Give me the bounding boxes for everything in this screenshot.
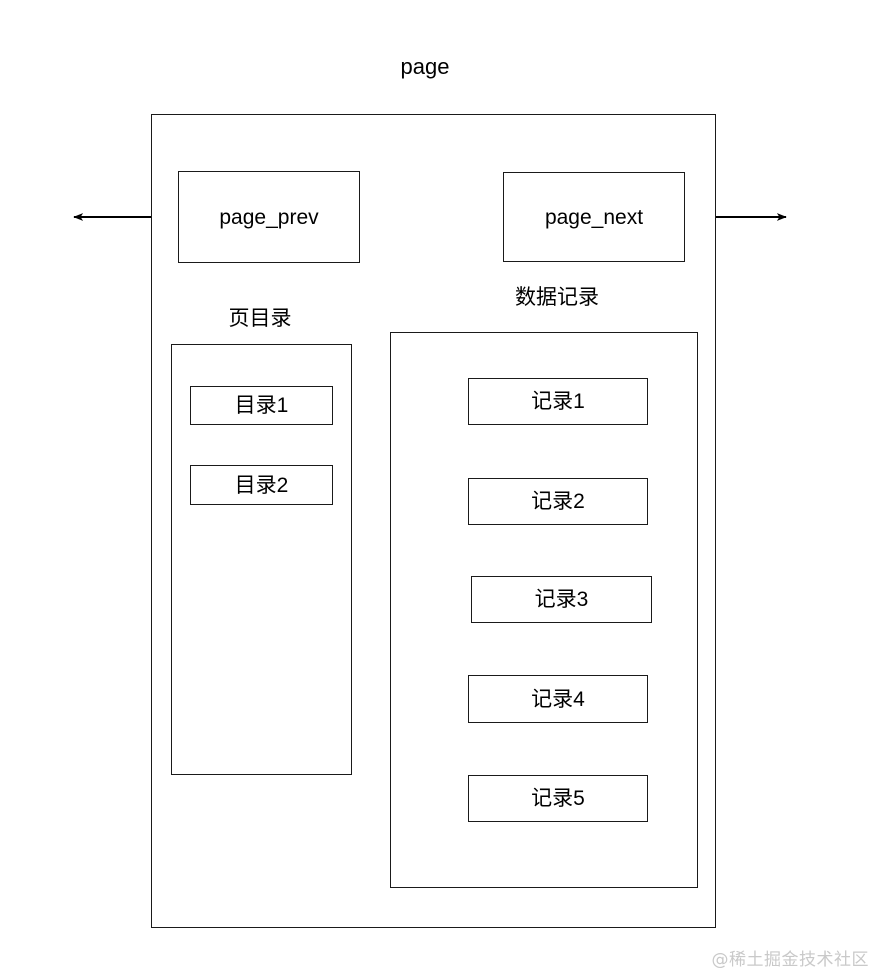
- node-record-4-label: 记录4: [531, 687, 585, 711]
- node-record-2-label: 记录2: [531, 490, 585, 513]
- node-directory-1-label: 目录1: [234, 394, 289, 417]
- node-page-prev-label: page_prev: [219, 205, 319, 229]
- node-record-1-label: 记录1: [531, 390, 585, 413]
- node-record-3-label: 记录3: [534, 588, 589, 611]
- node-record-4[interactable]: 记录4: [468, 675, 648, 723]
- node-record-2[interactable]: 记录2: [468, 478, 648, 525]
- node-record-3[interactable]: 记录3: [471, 576, 652, 623]
- page-title: page: [400, 54, 450, 79]
- node-record-1[interactable]: 记录1: [468, 378, 648, 425]
- node-page-next-label: page_next: [544, 205, 644, 229]
- group-label-records: 数据记录: [515, 286, 599, 309]
- node-page-next[interactable]: page_next: [503, 172, 685, 262]
- node-directory-2[interactable]: 目录2: [190, 465, 333, 505]
- node-directory-1[interactable]: 目录1: [190, 386, 333, 425]
- node-page-prev[interactable]: page_prev: [178, 171, 360, 263]
- group-label-directory: 页目录: [228, 307, 292, 330]
- watermark: @稀土掘金技术社区: [711, 950, 869, 970]
- node-record-5[interactable]: 记录5: [468, 775, 648, 822]
- node-record-5-label: 记录5: [531, 787, 585, 810]
- node-directory-2-label: 目录2: [234, 473, 289, 497]
